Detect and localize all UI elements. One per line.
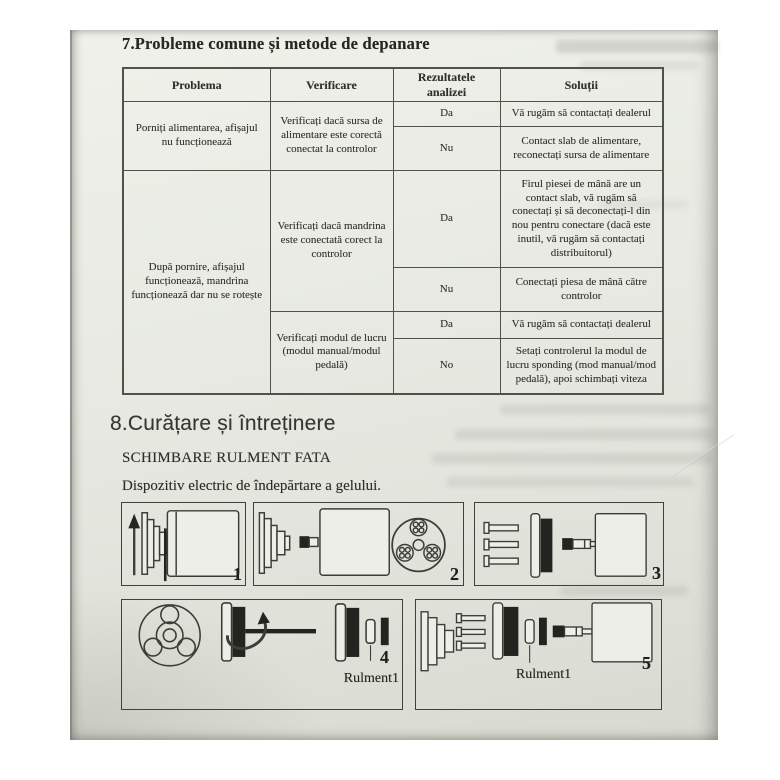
table-row: No Setați controlerul la modul de lucru … xyxy=(123,338,664,394)
column-header-verificare: Verificare xyxy=(269,67,394,102)
handpiece-shaft-chuck-icon xyxy=(258,508,446,576)
problem-cell: După pornire, afișajul funcționează, man… xyxy=(122,170,271,394)
diagram-step-3: 3 xyxy=(474,502,664,586)
problem-cell: Porniți alimentarea, afișajul nu funcțio… xyxy=(122,101,271,171)
bearing-label: Rulment1 xyxy=(343,671,399,686)
table-header-row: Problema Verificare Rezultatele analizei… xyxy=(122,67,664,102)
section8-heading: 8.Curățare și întreținere xyxy=(110,412,336,435)
manual-page-photo: 7.Probleme comune și metode de depanare … xyxy=(70,30,735,740)
bleed-through-text xyxy=(556,40,718,53)
diagram-step-1: 1 xyxy=(121,502,246,586)
result-cell: Da xyxy=(392,101,501,127)
solution-cell: Vă rugăm să contactați dealerul xyxy=(499,101,664,127)
column-header-solutii: Soluții xyxy=(499,67,664,102)
table-row: După pornire, afișajul funcționează, man… xyxy=(122,170,664,394)
solution-cell: Firul piesei de mână are un contact slab… xyxy=(499,170,664,268)
bleed-through-text xyxy=(560,586,688,596)
bearing-label: Rulment1 xyxy=(515,667,572,682)
diagram-step-4: 4 Rulment1 xyxy=(121,599,403,710)
diagram-step-2: 2 xyxy=(253,502,464,586)
section7-heading: 7.Probleme comune și metode de depanare xyxy=(122,34,430,53)
chuck-rotate-bearing-icon xyxy=(138,602,389,667)
solution-cell: Contact slab de alimentare, reconectați … xyxy=(499,126,664,171)
diagram-step-5: 5 Rulment1 xyxy=(415,599,662,710)
bleed-through-text xyxy=(580,61,698,70)
table-row: Porniți alimentarea, afișajul nu funcțio… xyxy=(122,101,664,171)
bleed-through-text xyxy=(447,477,693,487)
screws-flange-motor-icon xyxy=(483,513,647,578)
result-cell: Da xyxy=(392,170,501,268)
result-cell: Da xyxy=(392,311,501,339)
result-cell: No xyxy=(392,338,501,394)
table-row: Verificați modul de lucru (modul manual/… xyxy=(123,311,664,394)
section8-subtitle: SCHIMBARE RULMENT FATA xyxy=(122,450,332,466)
check-cell: Verificați modul de lucru (modul manual/… xyxy=(269,311,394,394)
column-header-rezultate: Rezultatele analizei xyxy=(392,67,501,102)
table-row: Nu Contact slab de alimentare, reconecta… xyxy=(123,126,664,171)
result-cell: Nu xyxy=(392,126,501,171)
result-cell: Nu xyxy=(392,267,501,312)
step-number: 1 xyxy=(233,564,242,584)
step-number: 4 xyxy=(380,647,389,667)
table-row: Nu Conectați piesa de mână către control… xyxy=(123,267,664,312)
bleed-through-text xyxy=(455,429,713,440)
check-cell: Verificați dacă sursa de alimentare este… xyxy=(269,101,394,171)
bleed-through-text xyxy=(432,453,712,464)
bleed-through-text xyxy=(500,404,710,415)
solution-cell: Setați controlerul la modul de lucru spo… xyxy=(499,338,664,394)
handpiece-press-up-icon xyxy=(128,510,240,582)
troubleshooting-table: Problema Verificare Rezultatele analizei… xyxy=(122,67,664,395)
assembly-bearing-motor-icon xyxy=(420,602,653,672)
column-header-problema: Problema xyxy=(122,67,271,102)
step-number: 5 xyxy=(642,653,651,673)
step-number: 2 xyxy=(450,564,459,584)
section8-description: Dispozitiv electric de îndepărtare a gel… xyxy=(122,478,382,494)
step-number: 3 xyxy=(652,563,661,583)
check-cell: Verificați dacă mandrina este conectată … xyxy=(269,170,394,312)
solution-cell: Vă rugăm să contactați dealerul xyxy=(499,311,664,339)
solution-cell: Conectați piesa de mână către controlor xyxy=(499,267,664,312)
